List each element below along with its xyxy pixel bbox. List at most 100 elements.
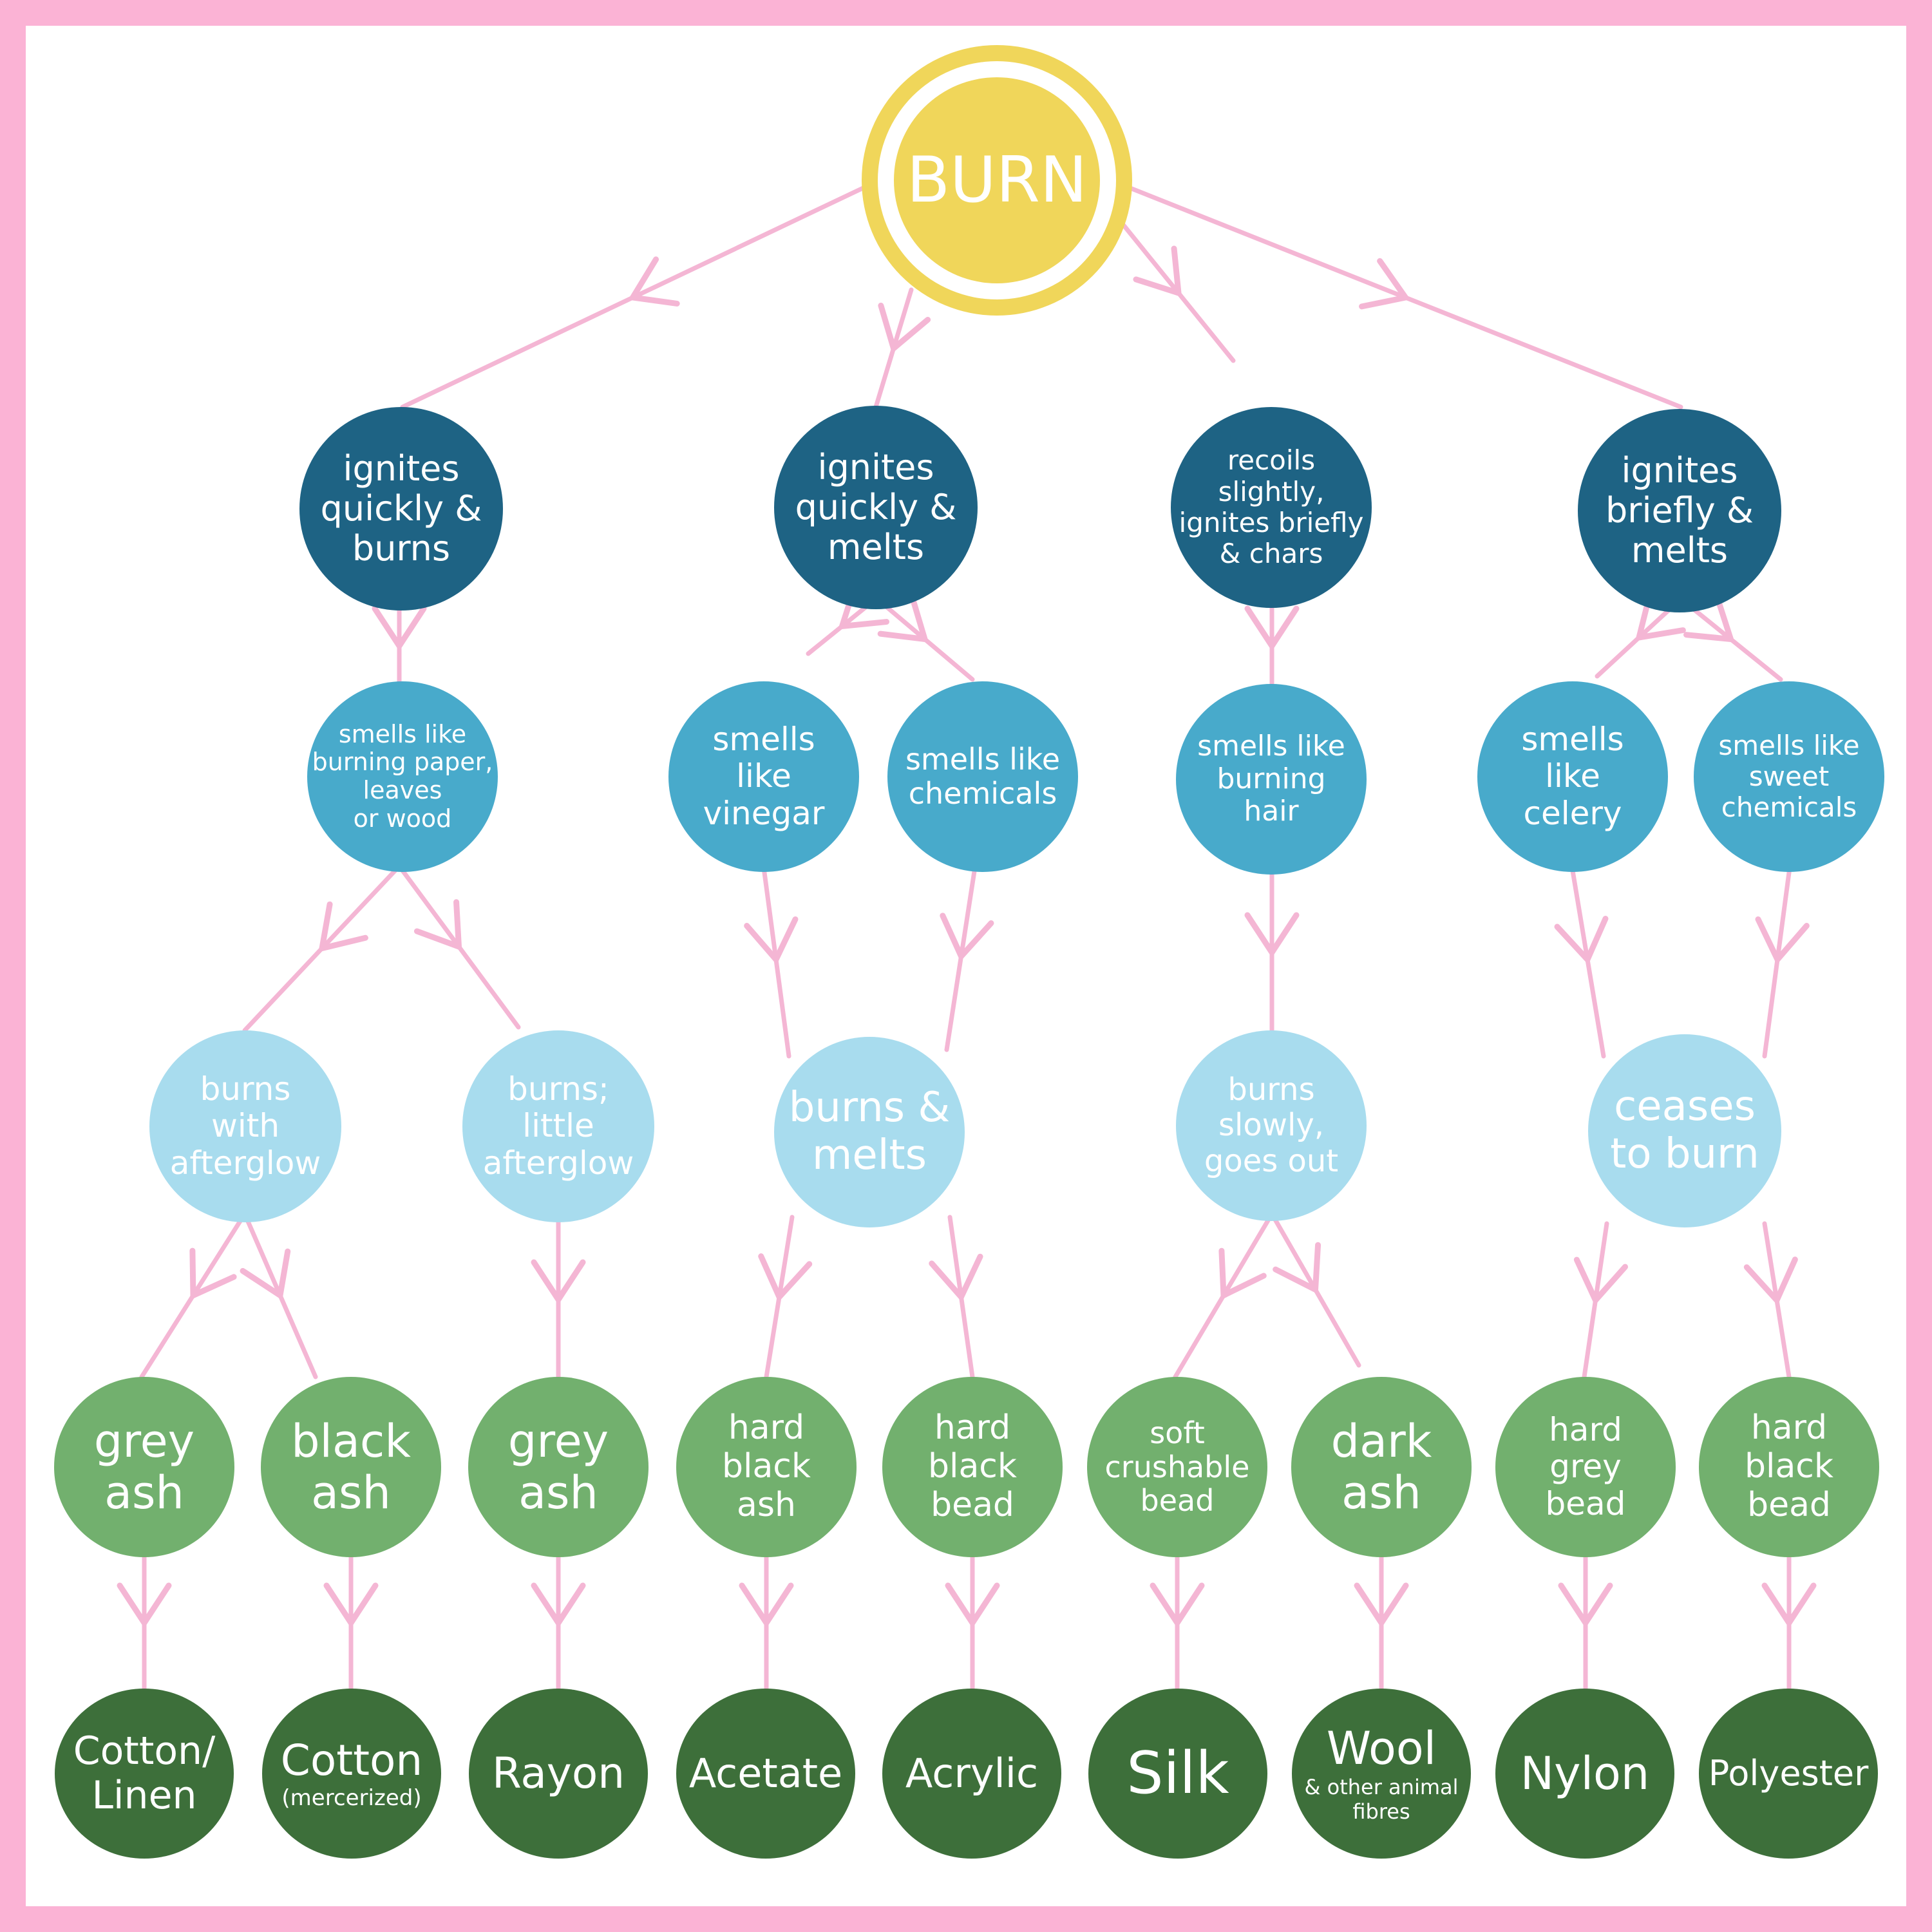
level5-sub-7: & other animal fibres [1304,1774,1459,1824]
level2-node-6: smells like sweet chemicals [1694,681,1884,872]
level4-node-9: hard black bead [1699,1377,1879,1557]
arrowhead-icon [318,901,368,952]
level5-label-1: Cotton/ Linen [73,1728,216,1818]
level4-node-5: hard black bead [882,1377,1063,1557]
level5-label-2: Cotton [280,1735,423,1785]
level5-label-7: Wool [1326,1722,1437,1776]
arrowhead-icon [877,593,929,643]
level2-node-2: smells like vinegar [668,681,859,872]
level3-node-3: burns & melts [774,1037,965,1227]
arrowhead-icon [1218,1247,1267,1300]
level5-node-silk: Silk [1088,1689,1267,1859]
level4-label-9: hard black bead [1744,1408,1834,1524]
arrowhead-icon [758,1253,813,1303]
arrowhead-icon [739,1582,794,1629]
level2-label-1: smells like burning paper, leaves or woo… [312,719,493,833]
arrowhead-icon [240,1248,291,1301]
level5-node-cotton-linen: Cotton/ Linen [55,1689,234,1859]
arrowhead-icon [1743,1256,1798,1306]
level2-label-6: smells like sweet chemicals [1718,729,1860,824]
arrowhead-icon [531,1259,586,1305]
arrowhead-icon [1634,591,1686,641]
level5-label-9: Polyester [1708,1752,1869,1794]
arrowhead-icon [945,1582,1000,1629]
level5-label-8: Nylon [1520,1747,1650,1800]
level3-label-2: burns; little afterglow [482,1070,634,1182]
arrowhead-icon [1354,1582,1409,1629]
level2-label-2: smells like vinegar [703,720,825,832]
arrowhead-icon [1683,594,1735,643]
arrowhead-icon [1244,605,1300,652]
arrowhead-icon [1761,1582,1817,1629]
level1-node-1: ignites quickly & burns [299,407,503,611]
root-node: BURN [894,77,1100,283]
level4-label-4: hard black ash [721,1408,811,1524]
level4-node-6: soft crushable bead [1087,1377,1267,1557]
level3-node-5: ceases to burn [1588,1034,1781,1227]
arrowhead-icon [1244,912,1300,958]
level2-node-1: smells like burning paper, leaves or woo… [307,681,498,872]
level5-node-nylon: Nylon [1495,1689,1674,1859]
arrowhead-icon [1150,1582,1205,1629]
arrowhead-icon [413,899,462,951]
level3-node-1: burns with afterglow [149,1030,341,1222]
level2-node-5: smells like celery [1477,681,1668,872]
level5-node-acetate: Acetate [676,1689,855,1859]
level5-sub-2: (mercerized) [281,1785,422,1811]
level3-node-2: burns; little afterglow [462,1030,654,1222]
arrowhead-icon [1755,916,1810,965]
arrowhead-icon [744,916,799,965]
level5-node-rayon: Rayon [469,1689,648,1859]
level1-label-1: ignites quickly & burns [320,448,482,569]
level1-node-2: ignites quickly & melts [774,406,978,609]
level4-node-7: dark ash [1291,1377,1472,1557]
arrowhead-icon [878,302,931,354]
level5-node-polyester: Polyester [1699,1689,1878,1859]
level5-node-cotton-mercerized: Cotton (mercerized) [262,1689,441,1859]
level4-node-1: grey ash [54,1377,234,1557]
level2-label-3: smells like chemicals [905,742,1061,811]
level4-label-8: hard grey bead [1545,1410,1626,1522]
arrowhead-icon [1558,1582,1613,1629]
arrowhead-icon [929,1253,983,1303]
level1-label-2: ignites quickly & melts [795,446,957,568]
level1-node-4: ignites briefly & melts [1578,409,1781,612]
arrowhead-icon [1573,1256,1629,1306]
level4-label-7: dark ash [1331,1414,1432,1519]
arrowhead-icon [323,1582,379,1629]
root-label: BURN [906,144,1088,217]
level1-node-3: recoils slightly, ignites briefly & char… [1171,407,1372,608]
arrowhead-icon [628,256,680,307]
level4-node-8: hard grey bead [1495,1377,1676,1557]
level4-node-2: black ash [261,1377,441,1557]
level5-node-wool: Wool & other animal fibres [1292,1689,1471,1859]
level5-node-acrylic: Acrylic [882,1689,1061,1859]
level3-label-5: ceases to burn [1610,1083,1759,1178]
level2-node-3: smells like chemicals [887,681,1078,872]
level3-node-4: burns slowly, goes out [1176,1030,1367,1221]
arrowhead-icon [1133,245,1182,298]
level3-label-4: burns slowly, goes out [1204,1072,1339,1179]
level1-label-3: recoils slightly, ignites briefly & char… [1179,444,1364,570]
level4-label-2: black ash [291,1414,411,1519]
arrowhead-icon [940,913,994,962]
level2-node-4: smells like burning hair [1176,684,1367,875]
arrowhead-icon [189,1247,237,1300]
arrowhead-icon [531,1582,586,1629]
level3-label-3: burns & melts [788,1084,951,1179]
level5-label-4: Acetate [688,1750,843,1797]
level4-node-3: grey ash [468,1377,649,1557]
level5-label-3: Rayon [491,1748,625,1799]
arrowhead-icon [1273,1242,1321,1294]
level4-label-6: soft crushable bead [1104,1415,1250,1519]
level3-label-1: burns with afterglow [169,1070,321,1182]
arrowhead-icon [1359,258,1411,310]
level4-node-4: hard black ash [676,1377,857,1557]
arrowhead-icon [372,605,427,652]
level4-label-3: grey ash [507,1414,609,1519]
arrowhead-icon [117,1582,172,1629]
level1-label-4: ignites briefly & melts [1605,450,1754,571]
level2-label-4: smells like burning hair [1197,730,1345,828]
level4-label-5: hard black bead [927,1408,1018,1524]
